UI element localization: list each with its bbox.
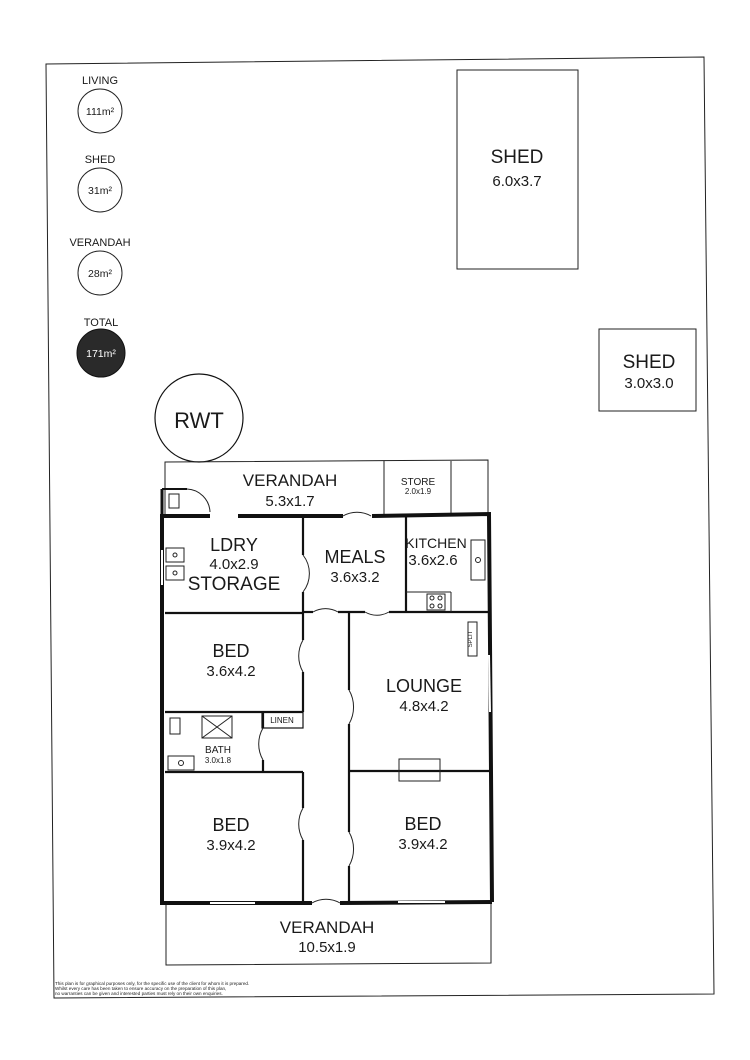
lounge-name: LOUNGE [386, 676, 462, 696]
shed-small [598, 328, 697, 412]
meals-name: MEALS [324, 547, 385, 567]
kitchen-name: KITCHEN [405, 535, 466, 551]
area-summary: LIVING 111m² SHED 31m² VERANDAH 28m² TOT… [69, 75, 131, 378]
disclaimer-line-1: This plan is for graphical purposes only… [55, 981, 249, 986]
total-label: TOTAL [84, 317, 118, 329]
verandah-label: VERANDAH [69, 237, 130, 249]
living-circle [77, 88, 123, 134]
living-value: 111m² [86, 106, 115, 118]
store-size: 2.0x1.9 [405, 487, 432, 496]
bed2-name: BED [212, 815, 249, 835]
living-label: LIVING [82, 75, 118, 87]
total-circle [76, 328, 126, 378]
verandah-bottom-outline [165, 901, 492, 966]
meals-size: 3.6x3.2 [330, 569, 379, 586]
shed-large-name: SHED [491, 147, 544, 168]
total-value: 171m² [86, 348, 116, 360]
kitchen-size: 3.6x2.6 [408, 552, 457, 569]
bed2-size: 3.9x4.2 [206, 837, 255, 854]
disclaimer-line-2: Whilst every care has been taken to ensu… [55, 986, 226, 991]
split-label: SPLIT [468, 630, 474, 647]
bed1-size: 3.6x4.2 [206, 663, 255, 680]
bed3-size: 3.9x4.2 [398, 836, 447, 853]
fixtures [161, 493, 491, 904]
verandah-circle [77, 250, 123, 296]
linen-label: LINEN [270, 716, 294, 725]
verandah-top-size: 5.3x1.7 [265, 493, 314, 510]
bath-name: BATH [205, 745, 231, 756]
shed-large-size: 6.0x3.7 [492, 173, 541, 190]
ldry-size: 4.0x2.9 [209, 556, 258, 573]
verandah-bottom-name: VERANDAH [280, 918, 374, 937]
ldry-storage: STORAGE [188, 574, 281, 595]
disclaimer-line-3: no warranties can be given and intereste… [55, 991, 223, 996]
bath-size: 3.0x1.8 [205, 756, 232, 765]
verandah-value: 28m² [88, 268, 112, 280]
verandah-top-name: VERANDAH [243, 471, 337, 490]
shed-value: 31m² [88, 185, 112, 197]
shed-label: SHED [85, 154, 116, 166]
store-name: STORE [401, 477, 436, 488]
shed-small-size: 3.0x3.0 [624, 375, 673, 392]
bed3-name: BED [404, 814, 441, 834]
doors [186, 488, 390, 904]
shed-large [456, 69, 579, 270]
ldry-name: LDRY [210, 535, 258, 555]
shed-circle [77, 167, 123, 213]
rwt-label: RWT [174, 408, 224, 433]
bed1-name: BED [212, 641, 249, 661]
verandah-bottom-size: 10.5x1.9 [298, 939, 356, 956]
site-boundary [45, 56, 715, 999]
shed-small-name: SHED [623, 352, 676, 373]
interior-walls [165, 516, 489, 903]
lounge-size: 4.8x4.2 [399, 698, 448, 715]
